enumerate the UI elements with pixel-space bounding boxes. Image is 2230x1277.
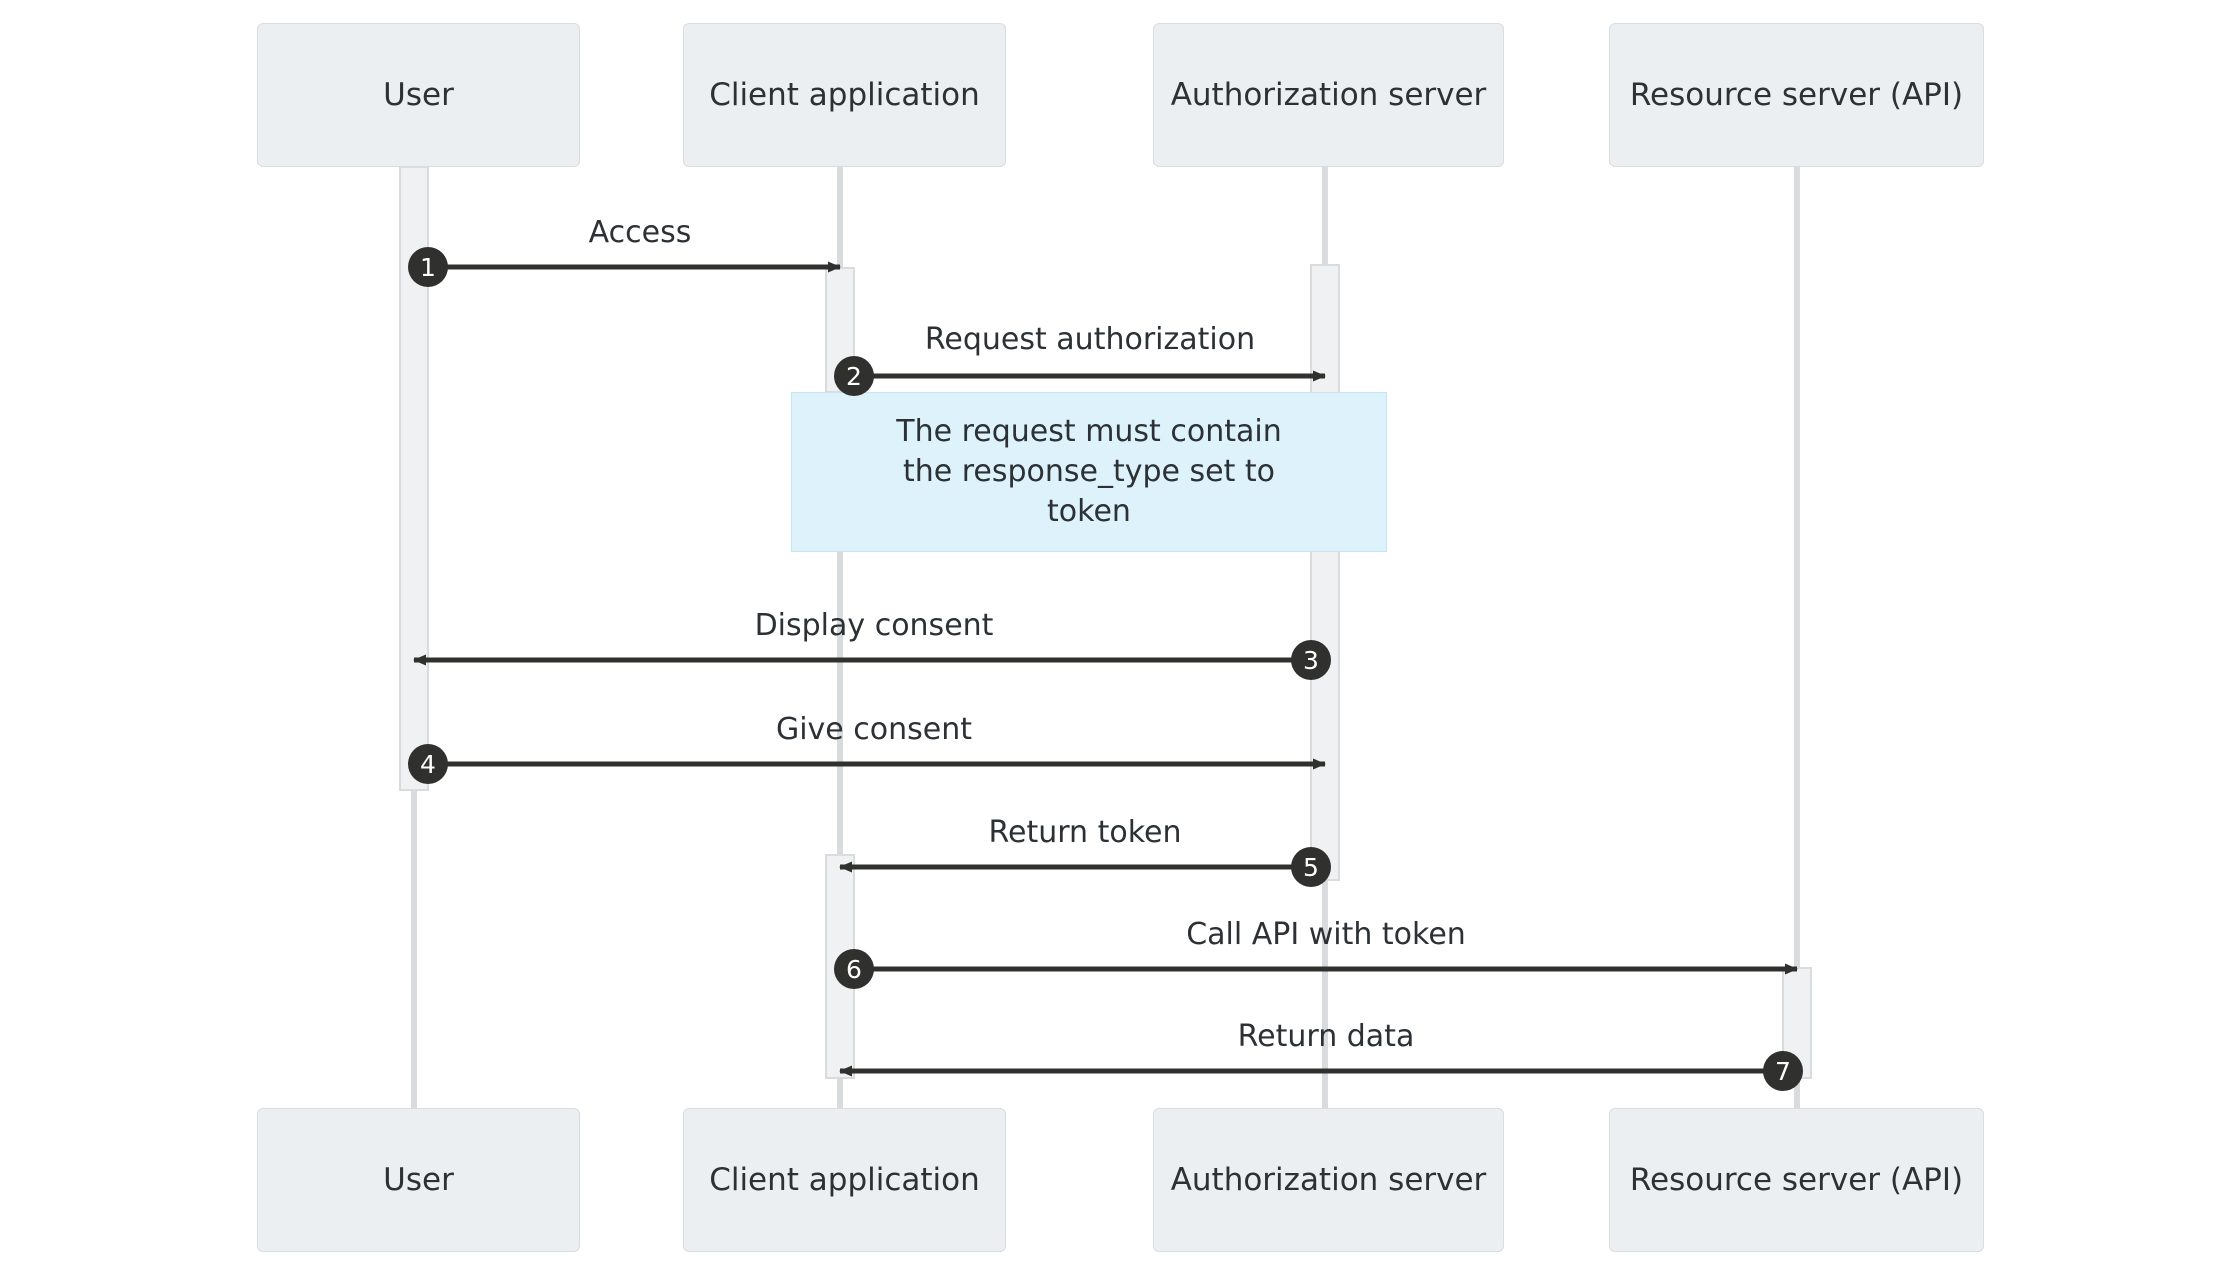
participant-label: Authorization server bbox=[1170, 1162, 1487, 1198]
participant-header-resourceserver[interactable]: Resource server (API) bbox=[1609, 23, 1984, 167]
sequence-marker-3: 3 bbox=[1291, 640, 1331, 680]
participant-footer-client[interactable]: Client application bbox=[683, 1108, 1006, 1252]
participant-footer-resourceserver[interactable]: Resource server (API) bbox=[1609, 1108, 1984, 1252]
message-arrows-group bbox=[413, 261, 1798, 1077]
participant-header-authserver[interactable]: Authorization server bbox=[1153, 23, 1504, 167]
sequence-marker-4: 4 bbox=[408, 744, 448, 784]
participant-header-user[interactable]: User bbox=[257, 23, 580, 167]
message-label-2: Request authorization bbox=[924, 322, 1256, 357]
participant-label: Authorization server bbox=[1170, 77, 1487, 113]
participant-label: User bbox=[383, 1162, 454, 1198]
message-label-5: Return token bbox=[988, 815, 1182, 850]
activation-bar-authserver bbox=[1310, 264, 1340, 881]
activation-bars-group bbox=[399, 166, 1812, 1079]
participant-label: Resource server (API) bbox=[1629, 1162, 1964, 1198]
message-label-7: Return data bbox=[1237, 1019, 1415, 1054]
sequence-marker-5: 5 bbox=[1291, 847, 1331, 887]
sequence-marker-2: 2 bbox=[834, 356, 874, 396]
participant-header-client[interactable]: Client application bbox=[683, 23, 1006, 167]
sequence-marker-1: 1 bbox=[408, 247, 448, 287]
participant-label: Resource server (API) bbox=[1629, 77, 1964, 113]
participant-label: User bbox=[383, 77, 454, 113]
message-label-3: Display consent bbox=[754, 608, 994, 643]
message-label-6: Call API with token bbox=[1186, 917, 1466, 952]
participant-label: Client application bbox=[709, 77, 980, 113]
participant-footer-authserver[interactable]: Authorization server bbox=[1153, 1108, 1504, 1252]
sequence-marker-6: 6 bbox=[834, 949, 874, 989]
participant-label: Client application bbox=[709, 1162, 980, 1198]
message-label-1: Access bbox=[588, 215, 692, 250]
message-label-4: Give consent bbox=[775, 712, 973, 747]
participant-footer-user[interactable]: User bbox=[257, 1108, 580, 1252]
sequence-marker-7: 7 bbox=[1763, 1051, 1803, 1091]
